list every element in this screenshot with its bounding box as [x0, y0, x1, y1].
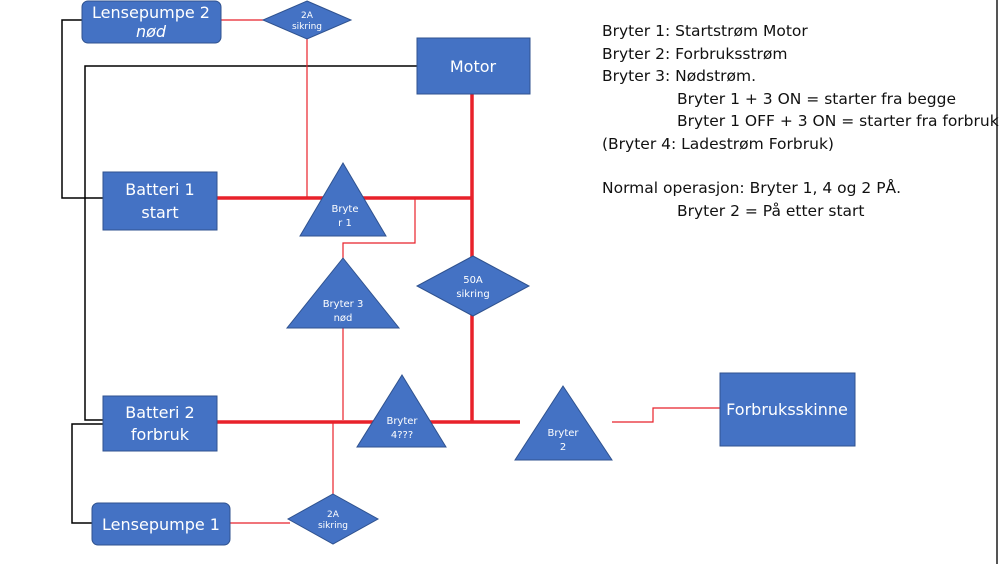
lensepumpe2-label: Lensepumpe 2 — [92, 3, 210, 22]
note-combo2: Bryter 1 OFF + 3 ON = starter fra forbru… — [677, 112, 999, 130]
batteri2-sublabel: forbruk — [131, 425, 190, 444]
lensepumpe1-box: Lensepumpe 1 — [91, 502, 231, 546]
black-wire-lensepumpe2 — [61, 19, 103, 199]
bryter3-sublabel: nød — [334, 313, 353, 324]
note-bryter3: Bryter 3: Nødstrøm. — [602, 67, 757, 85]
batteri1-box: Batteri 1 start — [102, 171, 218, 231]
fuse-bottom-label: sikring — [318, 521, 348, 531]
bryter2-switch: Bryter 2 — [514, 385, 613, 461]
bryter4-label: Bryter — [386, 416, 418, 427]
fuse-top-label: sikring — [292, 22, 322, 32]
bryter2-label: Bryter — [547, 428, 579, 439]
wire-bryter3-feed — [342, 198, 416, 260]
batteri2-box: Batteri 2 forbruk — [102, 395, 218, 452]
lensepumpe2-sublabel: nød — [136, 22, 167, 41]
fuse-top-rating: 2A — [301, 11, 314, 21]
black-wire-lensepumpe1 — [71, 423, 103, 524]
batteri1-label: Batteri 1 — [125, 180, 194, 199]
motor-label: Motor — [450, 57, 497, 76]
signal-wires — [221, 19, 720, 524]
batteri2-label: Batteri 2 — [125, 403, 194, 422]
note-bryter2: Bryter 2: Forbruksstrøm — [602, 44, 788, 63]
note-spacer — [602, 155, 992, 177]
note-after-start: Bryter 2 = På etter start — [677, 201, 865, 220]
fuse-middle-rating: 50A — [463, 275, 483, 286]
notes-legend: Bryter 1: Startstrøm Motor Bryter 2: For… — [602, 20, 999, 222]
batteri1-sublabel: start — [141, 203, 178, 222]
note-bryter4: (Bryter 4: Ladestrøm Forbruk) — [602, 134, 834, 153]
lensepumpe1-label: Lensepumpe 1 — [102, 515, 220, 534]
bryter1-sublabel: r 1 — [338, 218, 352, 229]
note-normal: Normal operasjon: Bryter 1, 4 og 2 PÅ. — [602, 179, 902, 197]
fuse-bottom-rating: 2A — [327, 510, 340, 520]
bryter3-label: Bryter 3 — [323, 299, 364, 310]
fuse-middle: 50A sikring — [415, 255, 531, 317]
forbruksskinne-label: Forbruksskinne — [726, 400, 848, 419]
fuse-bottom: 2A sikring — [286, 493, 380, 545]
bryter1-label: Bryte — [332, 204, 359, 215]
motor-box: Motor — [416, 37, 531, 95]
bryter4-switch: Bryter 4??? — [356, 374, 447, 448]
note-bryter1: Bryter 1: Startstrøm Motor — [602, 22, 808, 40]
fuse-middle-label: sikring — [456, 289, 489, 300]
bryter1-switch: Bryte r 1 — [299, 162, 387, 237]
ground-wires — [61, 19, 417, 524]
bryter2-sublabel: 2 — [560, 442, 566, 453]
bryter4-sublabel: 4??? — [391, 430, 413, 441]
forbruksskinne-box: Forbruksskinne — [719, 372, 856, 447]
wire-bryter2-to-skinne — [612, 407, 720, 423]
note-combo1: Bryter 1 + 3 ON = starter fra begge — [677, 89, 956, 108]
fuse-top: 2A sikring — [261, 0, 353, 40]
black-wire-motor — [84, 65, 417, 421]
bryter3-switch: Bryter 3 nød — [285, 257, 401, 329]
lensepumpe2-box: Lensepumpe 2 nød — [81, 0, 222, 44]
